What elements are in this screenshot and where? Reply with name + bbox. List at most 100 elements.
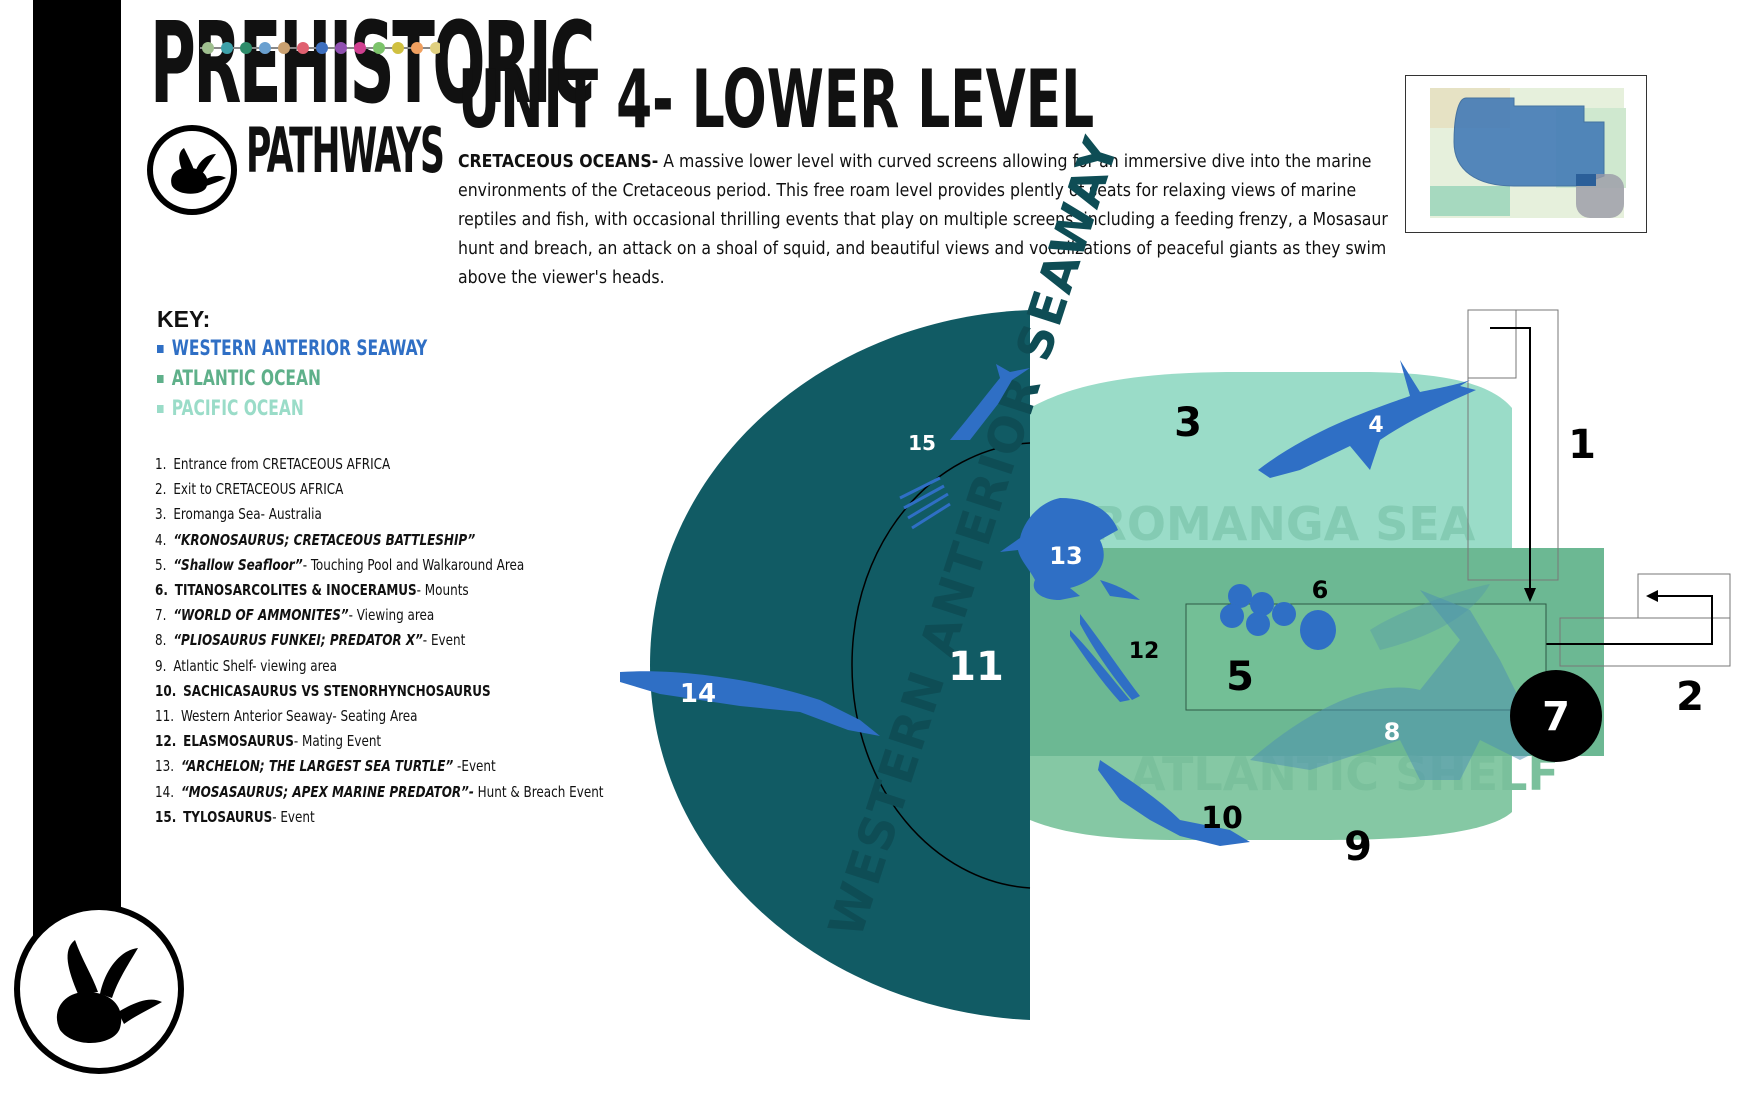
side-bar bbox=[33, 0, 121, 990]
legend-name: SACHICASAURUS VS STENORHYNCHOSAURUS bbox=[183, 681, 491, 700]
brand-dot bbox=[297, 42, 309, 54]
legend-name: “KRONOSAURUS; CRETACEOUS BATTLESHIP” bbox=[173, 530, 476, 549]
key-swatch-icon bbox=[157, 345, 164, 353]
numbered-legend: 1. Entrance from CRETACEOUS AFRICA 2. Exit … bbox=[155, 452, 604, 830]
page-title: UNIT 4- LOWER LEVEL bbox=[458, 53, 1095, 146]
exit-arrow bbox=[1545, 595, 1713, 645]
legend-item: 10. SACHICASAURUS VS STENORHYNCHOSAURUS bbox=[155, 679, 533, 704]
brand-color-dots bbox=[200, 42, 440, 54]
intro-lead: CRETACEOUS OCEANS- bbox=[458, 152, 659, 172]
legend-number: 11. bbox=[155, 707, 175, 726]
legend-item: 4. “KRONOSAURUS; CRETACEOUS BATTLESHIP” bbox=[155, 528, 533, 553]
legend-item: 15. TYLOSAURUS- Event bbox=[155, 805, 533, 830]
sachicasaurus-icon bbox=[1098, 760, 1250, 846]
area-number-8: 8 bbox=[1384, 718, 1401, 746]
brand-dot bbox=[221, 42, 233, 54]
brand-dot bbox=[411, 42, 423, 54]
legend-number: 3. bbox=[155, 505, 167, 524]
legend-item: 1. Entrance from CRETACEOUS AFRICA bbox=[155, 452, 533, 477]
legend-item: 8. “PLIOSAURUS FUNKEI; PREDATOR X”- Event bbox=[155, 628, 533, 653]
western-seaway-region bbox=[650, 310, 1030, 1020]
ammonites-viewing-circle bbox=[1510, 670, 1602, 762]
area-number-10: 10 bbox=[1201, 801, 1243, 836]
key-label: WESTERN ANTERIOR SEAWAY bbox=[171, 336, 428, 360]
brand-dot bbox=[316, 42, 328, 54]
legend-detail: - Touching Pool and Walkaround Area bbox=[302, 555, 525, 574]
legend-detail: - Event bbox=[422, 631, 466, 650]
legend-item: 9.Atlantic Shelf- viewing area bbox=[155, 654, 533, 679]
legend-detail: - Event bbox=[272, 807, 315, 826]
legend-number: 2. bbox=[155, 480, 167, 499]
mini-map bbox=[1405, 75, 1647, 233]
key-label: PACIFIC OCEAN bbox=[171, 396, 304, 420]
brand-dot bbox=[392, 42, 404, 54]
archelon-icon bbox=[1000, 498, 1118, 600]
legend-name: “WORLD OF AMMONITES” bbox=[173, 606, 349, 625]
inoceramus-icon bbox=[1300, 610, 1336, 650]
legend-number: 1. bbox=[155, 455, 167, 473]
legend-detail: - Mounts bbox=[416, 581, 469, 600]
brand-dot bbox=[259, 42, 271, 54]
area-number-14: 14 bbox=[680, 679, 716, 709]
entrance-door bbox=[1467, 309, 1517, 379]
legend-number: 7. bbox=[155, 606, 167, 625]
legend-name: ELASMOSAURUS bbox=[183, 732, 294, 751]
legend-detail: Western Anterior Seaway- Seating Area bbox=[180, 707, 418, 726]
legend-number: 14. bbox=[155, 782, 175, 801]
area-number-3: 3 bbox=[1174, 400, 1202, 446]
legend-number: 6. bbox=[155, 581, 168, 600]
legend-name: “MOSASAURUS; APEX MARINE PREDATOR”- bbox=[180, 782, 474, 801]
key-swatch-icon bbox=[157, 405, 164, 413]
key-swatch-icon bbox=[157, 375, 164, 383]
legend-name: “ARCHELON; THE LARGEST SEA TURTLE” bbox=[180, 757, 454, 776]
legend-item: 14.“MOSASAURUS; APEX MARINE PREDATOR”- H… bbox=[155, 780, 604, 805]
legend-detail: Entrance from CRETACEOUS AFRICA bbox=[173, 455, 391, 473]
key-item-western-seaway: WESTERN ANTERIOR SEAWAY bbox=[157, 336, 427, 360]
seating-area-outline bbox=[851, 442, 1031, 889]
legend-name: “PLIOSAURUS FUNKEI; PREDATOR X” bbox=[173, 631, 423, 650]
legend-number: 10. bbox=[155, 681, 177, 700]
area-number-6: 6 bbox=[1312, 576, 1329, 604]
legend-detail: Exit to CRETACEOUS AFRICA bbox=[173, 480, 344, 499]
area-number-1: 1 bbox=[1568, 422, 1596, 468]
area-number-5: 5 bbox=[1226, 654, 1254, 700]
legend-number: 9. bbox=[155, 656, 167, 675]
footprint-logo bbox=[14, 904, 184, 1074]
legend-name: TITANOSARCOLITES & INOCERAMUS bbox=[174, 581, 417, 600]
area-number-15: 15 bbox=[908, 431, 936, 455]
legend-item: 13.“ARCHELON; THE LARGEST SEA TURTLE” -E… bbox=[155, 754, 533, 779]
legend-item: 3.Eromanga Sea- Australia bbox=[155, 502, 533, 527]
brand-dot bbox=[335, 42, 347, 54]
brand-dot bbox=[202, 42, 214, 54]
ammonite-icon bbox=[1220, 584, 1296, 636]
area-number-12: 12 bbox=[1129, 639, 1160, 664]
legend-name: TYLOSAURUS bbox=[183, 807, 273, 826]
legend-number: 5. bbox=[155, 555, 167, 574]
eromanga-label: EROMANGA SEA bbox=[1060, 497, 1476, 551]
brand-dot bbox=[354, 42, 366, 54]
brand-dot bbox=[430, 42, 440, 54]
legend-number: 4. bbox=[155, 530, 167, 549]
legend-item: 11. Western Anterior Seaway- Seating Area bbox=[155, 704, 533, 729]
brand-dot bbox=[240, 42, 252, 54]
key-label: ATLANTIC OCEAN bbox=[171, 366, 321, 390]
legend-number: 15. bbox=[155, 807, 177, 826]
intro-body: A massive lower level with curved screen… bbox=[458, 152, 1388, 288]
squid-shoal-icon bbox=[899, 476, 951, 530]
area-number-4: 4 bbox=[1368, 413, 1383, 438]
area-number-2: 2 bbox=[1676, 674, 1704, 720]
area-number-7: 7 bbox=[1542, 694, 1570, 740]
legend-detail: - Viewing area bbox=[348, 606, 435, 625]
legend-number: 13. bbox=[155, 757, 175, 776]
brand-title: PREHISTORIC bbox=[150, 0, 595, 129]
kronosaurus-icon bbox=[1258, 360, 1476, 478]
legend-number: 8. bbox=[155, 631, 167, 650]
legend-item: 5.“Shallow Seafloor”- Touching Pool and … bbox=[155, 553, 533, 578]
area-number-9: 9 bbox=[1344, 824, 1372, 870]
intro-paragraph: CRETACEOUS OCEANS- A massive lower level… bbox=[458, 148, 1398, 293]
elasmosaurus-icon bbox=[1070, 614, 1140, 702]
brand-footprint-icon bbox=[147, 125, 237, 215]
area-number-13: 13 bbox=[1049, 542, 1082, 570]
key-item-pacific: PACIFIC OCEAN bbox=[157, 396, 304, 420]
footprint-icon bbox=[56, 940, 162, 1043]
